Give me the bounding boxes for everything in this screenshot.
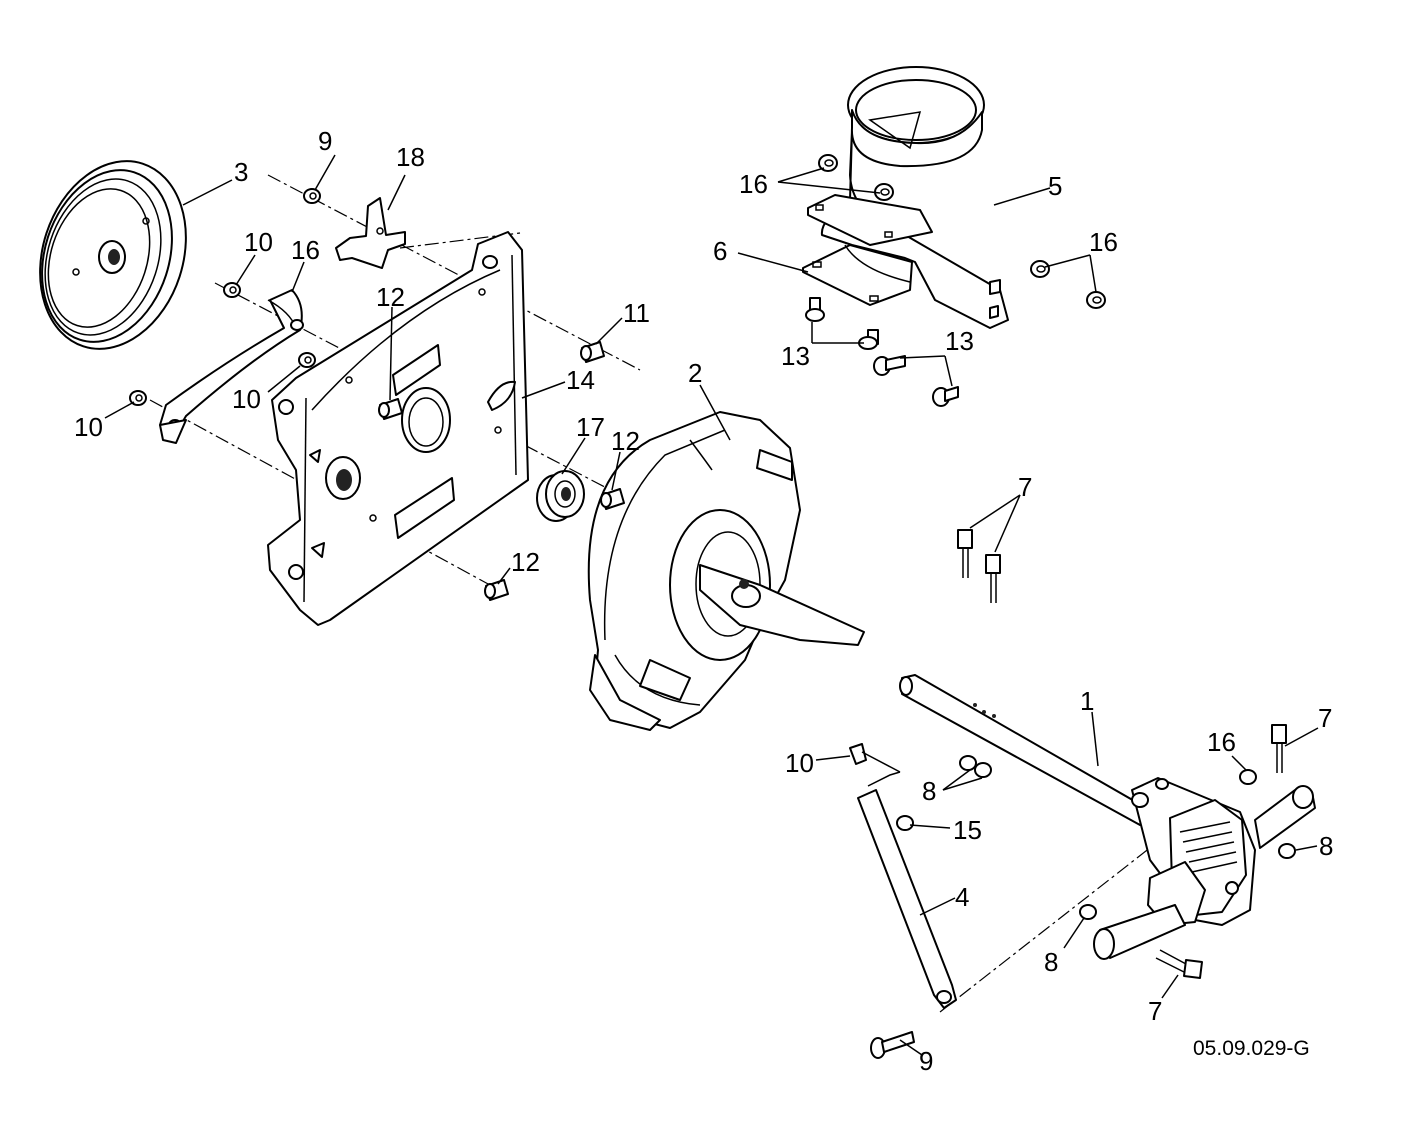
callout-17: 17 (576, 412, 605, 442)
nut (1239, 769, 1257, 785)
carriage-bolt (932, 386, 959, 407)
bolt (580, 341, 605, 363)
bolt (1271, 724, 1287, 773)
nut (1079, 904, 1097, 920)
callout-13: 13 (945, 326, 974, 356)
bolt (957, 529, 973, 578)
nut (818, 154, 838, 172)
callout-4: 4 (955, 882, 969, 912)
callout-18: 18 (396, 142, 425, 172)
pulley (39, 160, 187, 350)
callout-11: 10 (785, 748, 814, 778)
bolt (1155, 949, 1203, 979)
side-plate (267, 231, 529, 626)
nut (223, 282, 241, 298)
nut (974, 762, 992, 778)
callout-6: 6 (713, 236, 727, 266)
nut (303, 188, 321, 204)
carriage-bolt (873, 355, 906, 376)
impeller-housing (587, 411, 865, 731)
bearing (536, 470, 585, 522)
bracket-arm (159, 289, 304, 444)
callout-7: 7 (1318, 703, 1332, 733)
nut (298, 352, 316, 368)
callout-13: 13 (781, 341, 810, 371)
callout-7: 7 (1018, 472, 1032, 502)
clip (335, 197, 406, 269)
bolt (378, 398, 403, 420)
drawing-code: 05.09.029-G (1193, 1037, 1310, 1060)
hardware-nuts (129, 154, 1296, 920)
leader-lines (104, 154, 1319, 1056)
nut (896, 815, 914, 831)
bolt (600, 488, 625, 510)
bolt (484, 579, 509, 601)
carriage-bolt (870, 1031, 915, 1059)
nut (1278, 843, 1296, 859)
bolt (985, 554, 1001, 603)
callout-8: 8 (922, 776, 936, 806)
nut (1030, 260, 1050, 278)
callout-3: 3 (234, 157, 248, 187)
callout-5: 5 (1048, 171, 1062, 201)
callout-10: 10 (244, 227, 273, 257)
callout-12: 12 (511, 547, 540, 577)
callout-16: 16 (1089, 227, 1118, 257)
callout-15: 16 (291, 235, 320, 265)
callout-labels: 3 9 18 10 16 12 10 10 11 14 17 12 12 2 5… (74, 126, 1333, 1076)
callout-8: 8 (1319, 831, 1333, 861)
nut (1086, 291, 1106, 309)
callout-12: 12 (376, 282, 405, 312)
nut (959, 755, 977, 771)
hardware-bolts (378, 297, 1287, 1059)
callout-2: 2 (688, 358, 702, 388)
callout-14: 14 (566, 365, 595, 395)
callout-10: 10 (74, 412, 103, 442)
callout-1: 1 (1080, 686, 1094, 716)
callout-16: 16 (1207, 727, 1236, 757)
callout-16: 16 (739, 169, 768, 199)
lever (857, 771, 957, 1009)
callout-8: 8 (1044, 947, 1058, 977)
auger-shaft (899, 674, 1151, 826)
callout-12: 12 (611, 426, 640, 456)
chute-adaptor (807, 66, 1009, 329)
callout-12: 11 (623, 298, 650, 328)
carriage-bolt (805, 297, 825, 322)
deflector-plate (802, 244, 913, 306)
callout-7: 7 (1148, 996, 1162, 1026)
carriage-bolt (858, 329, 879, 350)
callout-10: 9 (318, 126, 332, 156)
gearbox (1093, 777, 1316, 960)
callout-16: 15 (953, 815, 982, 845)
callout-9: 9 (919, 1046, 933, 1076)
pin (849, 743, 901, 773)
callout-10: 10 (232, 384, 261, 414)
nut (129, 390, 147, 406)
